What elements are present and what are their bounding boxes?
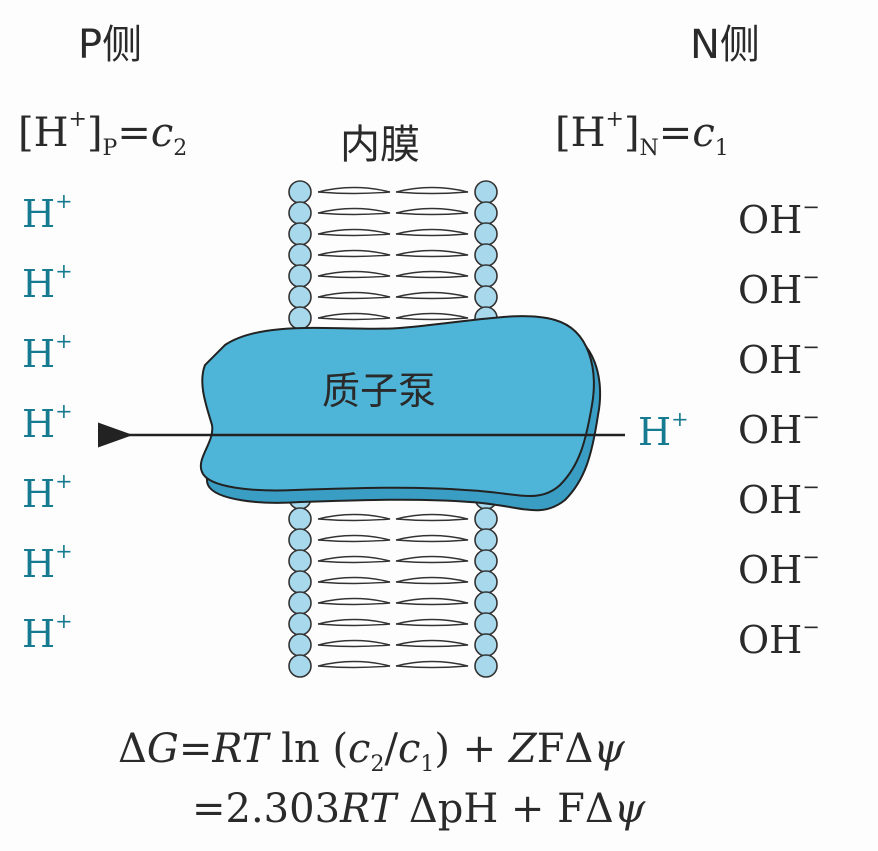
lipid-tail (317, 576, 391, 585)
lipid-tail (395, 228, 469, 237)
lipid-row (288, 612, 498, 636)
hydroxide-ion: OH− (738, 335, 820, 382)
lipid-row (288, 201, 498, 225)
lipid-tail (395, 534, 469, 543)
n-side-label: N侧 (690, 22, 760, 68)
lipid-row (288, 222, 498, 246)
lipid-head (474, 201, 498, 225)
lipid-head (474, 507, 498, 531)
lipid-head (288, 222, 312, 246)
lipid-row (288, 570, 498, 594)
lipid-tail (395, 639, 469, 648)
lipid-head (288, 633, 312, 657)
lipid-head (288, 570, 312, 594)
lipid-tail (395, 207, 469, 216)
lipid-tail (317, 639, 391, 648)
lipid-tail (317, 186, 391, 195)
lipid-head (474, 180, 498, 204)
lipid-tail (395, 618, 469, 627)
lipid-tail (317, 291, 391, 300)
lipid-head (474, 243, 498, 267)
lipid-tail (317, 534, 391, 543)
lipid-tail (395, 660, 469, 669)
hydroxide-ion: OH− (738, 405, 820, 452)
hydroxide-ion: OH− (738, 265, 820, 312)
lipid-head (474, 264, 498, 288)
lipid-head (474, 591, 498, 615)
lipid-head (474, 549, 498, 573)
lipid-row (288, 528, 498, 552)
lipid-head (288, 243, 312, 267)
lipid-tail (317, 555, 391, 564)
lipid-head (288, 612, 312, 636)
lipid-tail (395, 513, 469, 522)
lipid-head (288, 549, 312, 573)
lipid-head (288, 201, 312, 225)
hydroxide-ion: OH− (738, 615, 820, 662)
lipid-head (288, 654, 312, 678)
proton-ion: H+ (22, 539, 73, 586)
lipid-head (474, 528, 498, 552)
lipid-tail (395, 576, 469, 585)
lipid-head (288, 180, 312, 204)
lipid-tail (395, 186, 469, 195)
lipid-row (288, 285, 498, 309)
lipid-head (474, 633, 498, 657)
lipid-row (288, 633, 498, 657)
hydroxide-ion: OH− (738, 195, 820, 242)
lipid-row (288, 264, 498, 288)
formula-line-1: ΔG=RT ln (c2/c1) + ZFΔψ (118, 726, 625, 777)
proton-ion: H+ (22, 189, 73, 236)
lipid-row (288, 654, 498, 678)
lipid-tail (395, 312, 469, 321)
proton-ion: H+ (22, 469, 73, 516)
lipid-tail (395, 291, 469, 300)
lipid-tail (317, 513, 391, 522)
lipid-tail (317, 228, 391, 237)
proton-ion: H+ (22, 259, 73, 306)
lipid-tail (317, 597, 391, 606)
lipid-head (474, 285, 498, 309)
membrane-label: 内膜 (340, 122, 420, 168)
proton-pump-shape (199, 315, 602, 512)
lipid-tail (395, 597, 469, 606)
lipid-head (474, 612, 498, 636)
lipid-head (288, 264, 312, 288)
lipid-tail (395, 555, 469, 564)
lipid-row (288, 507, 498, 531)
lipid-head (288, 528, 312, 552)
lipid-bilayer (288, 180, 498, 678)
lipid-tail (317, 312, 391, 321)
proton-ion: H+ (22, 399, 73, 446)
lipid-tail (317, 660, 391, 669)
proton-ion: H+ (22, 609, 73, 656)
lipid-row (288, 549, 498, 573)
lipid-tail (317, 249, 391, 258)
lipid-head (474, 654, 498, 678)
p-concentration: [H+]P=c2 (18, 107, 188, 161)
lipid-tail (395, 270, 469, 279)
lipid-head (288, 591, 312, 615)
formula-line-2: =2.303RT ΔpH + FΔψ (192, 786, 646, 832)
lipid-head (288, 507, 312, 531)
lipid-head (474, 570, 498, 594)
proton-pump-label: 质子泵 (322, 369, 437, 413)
lipid-head (474, 222, 498, 246)
hydroxide-ion: OH− (738, 475, 820, 522)
hydroxide-ion: OH− (738, 545, 820, 592)
lipid-row (288, 243, 498, 267)
pumped-proton: H+ (638, 407, 689, 454)
lipid-row (288, 591, 498, 615)
p-side-label: P侧 (78, 22, 143, 68)
lipid-head (288, 285, 312, 309)
lipid-head (288, 306, 312, 330)
lipid-tail (395, 249, 469, 258)
n-concentration: [H+]N=c1 (555, 107, 729, 161)
lipid-tail (317, 618, 391, 627)
proton-ion: H+ (22, 329, 73, 376)
lipid-row (288, 180, 498, 204)
lipid-tail (317, 207, 391, 216)
lipid-tail (317, 270, 391, 279)
